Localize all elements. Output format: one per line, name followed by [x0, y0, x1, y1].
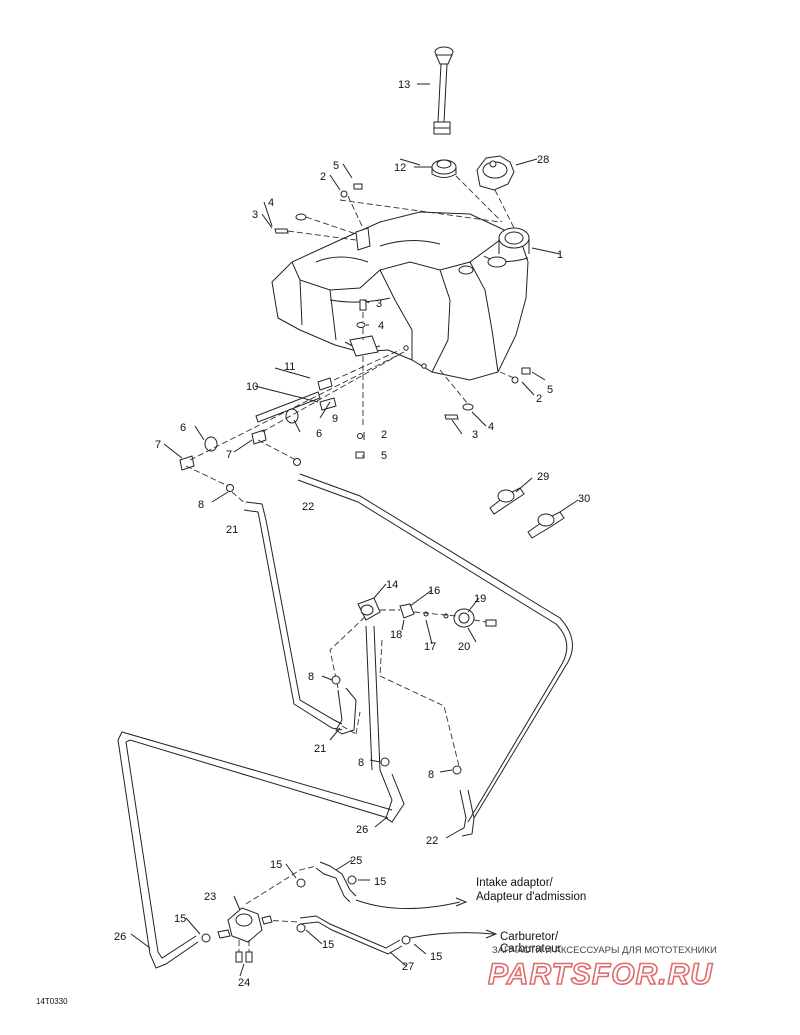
callout-4: 4 — [488, 421, 494, 433]
callout-2: 2 — [320, 171, 326, 183]
fuel-tank — [271, 211, 530, 381]
callout-21: 21 — [314, 743, 326, 755]
callout-15: 15 — [322, 939, 334, 951]
callout-3: 3 — [376, 298, 382, 310]
callout-21: 21 — [226, 524, 238, 536]
callout-1: 1 — [557, 249, 563, 261]
callout-5: 5 — [547, 384, 553, 396]
callout-19: 19 — [474, 593, 486, 605]
callout-15: 15 — [174, 913, 186, 925]
callout-18: 18 — [390, 629, 402, 641]
callout-22: 22 — [426, 835, 438, 847]
callout-5: 5 — [381, 450, 387, 462]
callout-6: 6 — [316, 428, 322, 440]
callout-16: 16 — [428, 585, 440, 597]
callout-11: 11 — [284, 361, 295, 373]
callout-8: 8 — [428, 769, 434, 781]
callout-22: 22 — [302, 501, 314, 513]
fuel-pump — [217, 907, 273, 963]
callout-14: 14 — [386, 579, 398, 591]
watermark: ЗАПЧАСТИ И АКСЕССУАРЫ ДЛЯ МОТОТЕХНИКИ PA… — [487, 945, 717, 992]
callout-3: 3 — [472, 429, 478, 441]
fuel-gauge-sender — [433, 46, 454, 135]
callout-6: 6 — [180, 422, 186, 434]
callout-9: 9 — [332, 413, 338, 425]
callout-5: 5 — [333, 160, 339, 172]
callout-23: 23 — [204, 891, 216, 903]
callout-labels: 13 12 28 1 5 2 4 3 3 4 11 10 9 6 6 7 7 2… — [114, 79, 590, 989]
callout-8: 8 — [198, 499, 204, 511]
callout-27: 27 — [402, 961, 414, 973]
fuel-valve-assembly — [357, 597, 497, 628]
gauge-grommet — [431, 159, 457, 178]
destination-labels: Intake adaptor/ Adapteur d'admission Car… — [476, 877, 586, 955]
callout-15: 15 — [430, 951, 442, 963]
callout-30: 30 — [578, 493, 590, 505]
hose-clamps — [201, 675, 462, 945]
intake-adaptor-label: Intake adaptor/ — [476, 877, 554, 889]
callout-25: 25 — [350, 855, 362, 867]
carburetor-label: Carburetor/ — [500, 931, 559, 943]
leader-lines — [130, 83, 579, 977]
callout-13: 13 — [398, 79, 410, 91]
callout-8: 8 — [308, 671, 314, 683]
callout-2: 2 — [381, 429, 387, 441]
fuel-hoses — [117, 473, 573, 969]
callout-29: 29 — [537, 471, 549, 483]
figure-code: 14T0330 — [36, 997, 68, 1006]
callout-26: 26 — [114, 931, 126, 943]
callout-7: 7 — [226, 449, 232, 461]
callout-7: 7 — [155, 439, 161, 451]
tank-fasteners — [274, 183, 531, 459]
fuel-cap — [476, 155, 515, 191]
callout-3: 3 — [252, 209, 258, 221]
callout-17: 17 — [424, 641, 436, 653]
callout-15: 15 — [270, 859, 282, 871]
callout-2: 2 — [536, 393, 542, 405]
callout-10: 10 — [246, 381, 258, 393]
callout-24: 24 — [238, 977, 250, 989]
callout-4: 4 — [378, 320, 384, 332]
cable-ties — [489, 487, 565, 539]
callout-4: 4 — [268, 197, 274, 209]
callout-20: 20 — [458, 641, 470, 653]
callout-28: 28 — [537, 154, 549, 166]
vent-fittings — [179, 349, 405, 492]
carburetor-label-fr: Carburateur — [500, 943, 562, 955]
callout-15: 15 — [374, 876, 386, 888]
callout-26: 26 — [356, 824, 368, 836]
watermark-tagline: ЗАПЧАСТИ И АКСЕССУАРЫ ДЛЯ МОТОТЕХНИКИ — [492, 945, 717, 956]
callout-12: 12 — [394, 162, 406, 174]
callout-8: 8 — [358, 757, 364, 769]
watermark-brand-logo: PARTSFOR.RU — [488, 958, 713, 991]
intake-adaptor-label-fr: Adapteur d'admission — [476, 891, 586, 903]
